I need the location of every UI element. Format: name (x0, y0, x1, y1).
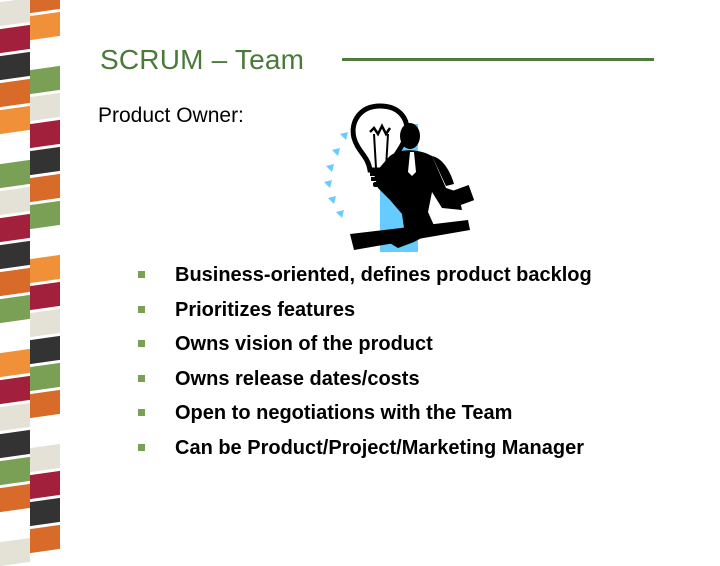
bullet-text: Business-oriented, defines product backl… (175, 264, 592, 286)
stripe-band (30, 416, 60, 446)
stripe-band (0, 0, 30, 27)
bullet-marker (138, 443, 145, 451)
stripe-band (0, 348, 30, 378)
stripe-band (0, 105, 30, 135)
stripe-band (30, 470, 60, 500)
stripe-band (30, 308, 60, 338)
stripe-band (30, 497, 60, 527)
slide-subtitle: Product Owner: (98, 104, 244, 127)
stripe-band (30, 335, 60, 365)
stripe-band (0, 537, 30, 566)
bullet-text: Open to negotiations with the Team (175, 402, 513, 424)
decorative-stripe (0, 0, 66, 566)
stripe-band (0, 24, 30, 54)
stripe-band (0, 132, 30, 162)
title-underline (342, 58, 654, 61)
stripe-band (30, 362, 60, 392)
stripe-band (0, 294, 30, 324)
stripe-band (0, 321, 30, 351)
stripe-band (0, 375, 30, 405)
stripe-band (30, 389, 60, 419)
stripe-band (30, 146, 60, 176)
bullet-text: Prioritizes features (175, 298, 356, 321)
bullet-marker (138, 409, 145, 416)
stripe-band (0, 456, 30, 486)
stripe-band (30, 119, 60, 149)
stripe-band (0, 402, 30, 432)
stripe-band (30, 11, 60, 41)
stripe-band (0, 510, 30, 540)
stripe-band (30, 173, 60, 203)
stripe-band (30, 200, 60, 230)
stripe-band (30, 254, 60, 284)
bullet-marker (138, 271, 145, 278)
stripe-band (30, 65, 60, 95)
stripe-band (0, 240, 30, 270)
bullet-text: Owns release dates/costs (175, 367, 420, 390)
stripe-band (30, 443, 60, 473)
stripe-band (0, 213, 30, 243)
stripe-band (0, 159, 30, 189)
stripe-band (0, 429, 30, 459)
stripe-band (30, 227, 60, 257)
stripe-band (30, 281, 60, 311)
bullet-text: Can be Product/Project/Marketing Manager (175, 436, 584, 459)
stripe-band (30, 524, 60, 554)
stripe-band (0, 186, 30, 216)
tie (408, 152, 416, 176)
stripe-band (0, 267, 30, 297)
stripe-band (30, 38, 60, 68)
slide-title: SCRUM – Team (100, 44, 305, 75)
stripe-band (0, 51, 30, 81)
businessman (350, 123, 475, 250)
stripe-band (30, 92, 60, 122)
light-rays (324, 132, 348, 218)
bullet-marker (138, 340, 145, 347)
stripe-band (0, 483, 30, 513)
stripe-band (0, 78, 30, 108)
bullet-marker (138, 374, 145, 382)
lightbulb-businessman-icon (324, 103, 475, 252)
stripe-band (30, 0, 60, 14)
bullet-text: Owns vision of the product (175, 333, 433, 355)
bullet-marker (138, 305, 145, 313)
